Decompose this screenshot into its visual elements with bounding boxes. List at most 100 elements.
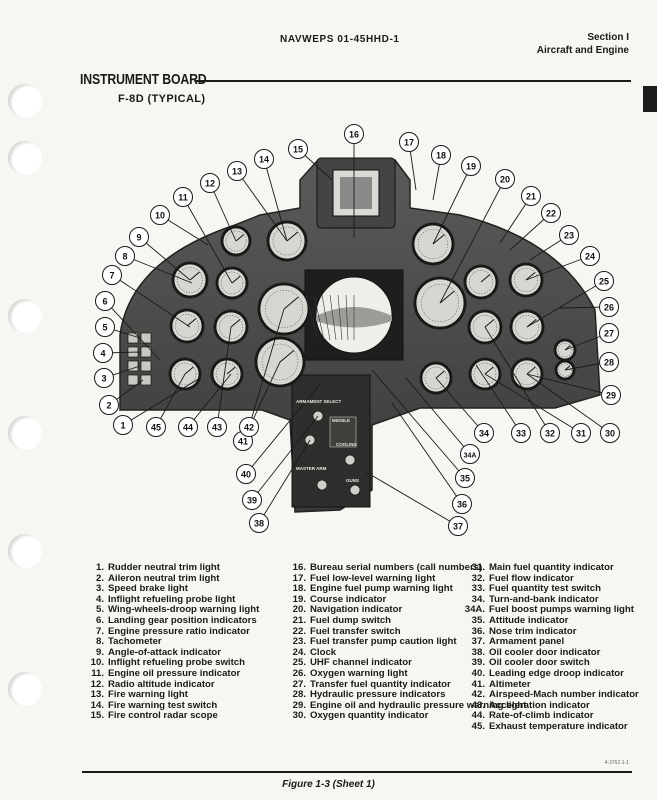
legend-item: 13.Fire warning light — [86, 689, 259, 701]
legend-item-text: Oxygen warning light — [310, 667, 408, 679]
callout-bubble: 20 — [495, 169, 515, 189]
warning-light — [140, 374, 152, 386]
legend-item-text: Oil cooler door switch — [489, 657, 590, 669]
title-rule — [196, 80, 631, 82]
callout-number: 5 — [102, 323, 107, 333]
callout-bubble: 33 — [511, 423, 531, 443]
legend-item: 10.Inflight refueling probe switch — [86, 658, 259, 669]
callout-number: 15 — [293, 145, 303, 155]
callout-leader — [263, 158, 288, 242]
legend-item: 28.Hydraulic pressure indicators — [278, 689, 526, 701]
callout-bubble: 30 — [600, 423, 620, 443]
callout-leader — [526, 373, 611, 434]
legend-item: 20.Navigation indicator — [278, 605, 526, 616]
callout-leader — [187, 373, 232, 428]
callout-number: 9 — [136, 233, 141, 243]
legend-item: 4.Inflight refueling probe light — [86, 594, 259, 606]
legend-item: 25.UHF channel indicator — [278, 658, 526, 669]
legend-item-number: 25. — [292, 657, 306, 669]
legend-item-text: Bureau serial numbers (call numbers) — [310, 562, 483, 573]
callout-number: 13 — [232, 167, 242, 177]
legend-item: 2.Aileron neutral trim light — [86, 573, 259, 585]
legend-item-number: 18. — [292, 583, 306, 595]
document-number: NAVWEPS 01-45HHD-1 — [280, 34, 400, 45]
callout-bubble: 7 — [102, 265, 122, 285]
callout-number: 37 — [453, 522, 463, 532]
callout-bubble: 25 — [594, 271, 614, 291]
callout-bubble: 24 — [580, 246, 600, 266]
callout-bubble: 37 — [448, 516, 468, 536]
panel-switch — [316, 479, 328, 491]
legend-item-text: Altimeter — [489, 678, 531, 690]
callout-leader — [122, 377, 201, 426]
legend-item-number: 44. — [471, 710, 485, 722]
legend-item-number: 26. — [292, 667, 306, 679]
armament-select-label: ARMAMENT SELECT — [296, 399, 341, 404]
legend-item: 18.Engine fuel pump warning light — [278, 583, 526, 595]
legend-item-text: Speed brake light — [108, 583, 188, 595]
callout-number: 17 — [404, 138, 414, 148]
warning-light — [140, 332, 152, 344]
callout-number: 6 — [102, 297, 107, 307]
panel-text-labels: ARMAMENT SELECT MISSILE MASTER ARM GUNS … — [296, 399, 359, 483]
legend-item-text: Engine oil pressure indicator — [108, 667, 241, 679]
legend-item: 29.Engine oil and hydraulic pressure war… — [278, 700, 527, 712]
callout-leader — [391, 402, 463, 505]
legend-item-number: 24. — [292, 646, 306, 658]
callout-number: 42 — [244, 423, 254, 433]
callout-leader — [365, 471, 459, 527]
instrument-board-diagram: 1234567891011121314151617181920212223242… — [93, 124, 621, 536]
callout-bubble: 27 — [599, 323, 619, 343]
legend-item-text: Fuel transfer switch — [310, 625, 401, 637]
legend-item-number: 34. — [471, 593, 485, 605]
legend-item: 8.Tachometer — [86, 636, 259, 648]
callout-number: 24 — [585, 252, 595, 262]
callout-number: 18 — [436, 151, 446, 161]
callout-number: 33 — [516, 429, 526, 439]
legend-item-text: Wing-wheels-droop warning light — [108, 604, 260, 616]
legend-item-number: 14. — [90, 699, 104, 711]
legend-item-number: 27. — [292, 678, 306, 690]
page-subtitle: F-8D (TYPICAL) — [118, 93, 206, 105]
legend-item-text: Armament panel — [489, 636, 565, 648]
callout-bubble: 45 — [146, 417, 166, 437]
legend-item-number: 8. — [95, 636, 104, 648]
callout-number: 1 — [120, 421, 125, 431]
missile-switch-block — [329, 416, 357, 448]
callout-leader — [484, 373, 582, 434]
legend-item-text: Turn-and-bank indicator — [489, 593, 599, 605]
callout-bubble: 16 — [344, 124, 364, 144]
callout-bubble: 36 — [452, 494, 472, 514]
legend-item: 43. Acceleration indicator — [457, 699, 639, 712]
callout-number: 29 — [606, 391, 616, 401]
callout-bubble: 39 — [242, 490, 262, 510]
legend-item-text: Fire warning light — [108, 689, 188, 701]
legend-item-number: 40. — [471, 667, 485, 679]
callout-bubble: 34 — [474, 423, 494, 443]
legend-item-text: Attitude indicator — [489, 614, 569, 626]
legend-item-text: Oil cooler door indicator — [489, 646, 601, 658]
legend-item-text: Airspeed-Mach number indicator — [489, 689, 639, 701]
legend-item: 30.Oxygen quantity indicator — [278, 711, 526, 722]
legend-item: 17.Fuel low-level warning light — [278, 572, 526, 585]
callout-leader — [182, 196, 233, 284]
legend-item-number: 43. — [471, 699, 485, 711]
callout-bubble: 29 — [601, 385, 621, 405]
legend-item-text: Radio altitude indicator — [108, 678, 215, 690]
cooling-label: COOLING — [336, 442, 357, 447]
callout-bubble: 12 — [200, 173, 220, 193]
legend-item-text: Landing gear position indicators — [108, 614, 257, 626]
section-header: Section I Aircraft and Engine — [537, 31, 629, 57]
callout-number: 21 — [526, 192, 536, 202]
legend-item-text: Oxygen quantity indicator — [310, 710, 429, 722]
legend-item-number: 16. — [292, 562, 306, 573]
legend-item-number: 17. — [292, 572, 306, 584]
legend-item-text: Acceleration indicator — [489, 699, 590, 711]
binder-hole — [8, 534, 42, 568]
warning-light — [127, 332, 139, 344]
callout-bubble: 4 — [93, 343, 113, 363]
section-title: Aircraft and Engine — [536, 45, 629, 56]
binder-hole — [8, 416, 42, 450]
